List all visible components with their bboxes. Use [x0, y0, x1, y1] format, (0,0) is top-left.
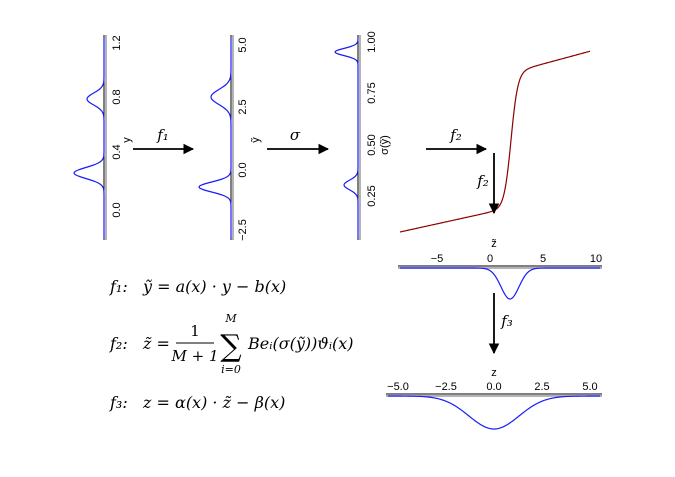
tick-label: 1.00: [366, 31, 378, 52]
tick-label: −2.5: [435, 381, 457, 393]
equation-name: f₂:: [109, 334, 128, 353]
equation-name: f₃:: [109, 393, 128, 412]
tick-label: 0.75: [366, 82, 378, 103]
density-panel-ztilde: z̃ −5 0 5 10: [398, 238, 602, 300]
equation-name: f₁:: [109, 277, 128, 296]
tick-label: −5.0: [387, 381, 409, 393]
equation-f2: f₂: z̃ = 1 M + 1 M ∑ i=0 Beᵢ(σ(ỹ))ϑᵢ(x): [109, 312, 354, 376]
arrow-label: f₃: [500, 312, 513, 330]
fraction-numerator: 1: [190, 322, 200, 340]
tick-label: 2.5: [237, 99, 249, 114]
density-curve: [73, 38, 105, 238]
tick-label: 5.0: [237, 37, 249, 52]
tick-label: 0.0: [237, 162, 249, 177]
tick-label: 0.8: [111, 89, 123, 104]
tick-label: 0.50: [366, 134, 378, 155]
density-panel-sigma: 0.25 0.50 0.75 1.00 σ(ỹ): [334, 31, 391, 240]
tick-label: 0: [487, 253, 493, 265]
tick-label: 0.25: [366, 185, 378, 206]
tick-label: 2.5: [534, 381, 549, 393]
density-panel-ytilde: −2.5 0.0 2.5 5.0 ỹ: [198, 35, 262, 241]
sum-symbol: ∑: [220, 329, 242, 364]
sum-upper-limit: M: [224, 312, 237, 325]
density-curve: [388, 395, 600, 430]
transform-curve: [399, 50, 591, 233]
tick-label: 5: [540, 253, 546, 265]
arrow-f3: f₃: [488, 293, 513, 355]
equation-f3: f₃: z = α(x) · z̃ − β(x): [109, 393, 285, 412]
density-curve: [198, 38, 232, 238]
equation-f1: f₁: ỹ = a(x) · y − b(x): [109, 277, 286, 296]
tick-label: 0.4: [111, 144, 123, 159]
equation-body: ỹ = a(x) · y − b(x): [142, 277, 286, 296]
arrow-f2-horizontal: f₂: [426, 126, 488, 155]
arrow-label: f₂: [476, 172, 489, 190]
tick-label: 1.2: [111, 35, 123, 50]
arrow-label: f₂: [449, 126, 462, 144]
axis-label: ỹ: [250, 137, 262, 143]
density-curve: [334, 37, 359, 238]
axis-label: y: [121, 137, 133, 143]
equation-body: z = α(x) · z̃ − β(x): [142, 393, 285, 412]
arrow-sigma: σ: [267, 126, 330, 155]
density-curve: [400, 267, 600, 300]
fraction-denominator: M + 1: [170, 347, 218, 365]
arrow-label: f₁: [156, 126, 169, 144]
arrow-f1: f₁: [133, 126, 195, 155]
density-panel-z: z −5.0 −2.5 0.0 2.5 5.0: [386, 367, 602, 430]
tick-label: −5: [431, 253, 444, 265]
arrow-f2-vertical: f₂: [476, 153, 500, 215]
density-panel-y: 0.0 0.4 0.8 1.2 y: [73, 35, 133, 240]
axis-label: z: [491, 367, 497, 379]
arrow-label: σ: [290, 126, 301, 144]
axis-label: z̃: [491, 238, 497, 250]
sum-term: Beᵢ(σ(ỹ))ϑᵢ(x): [247, 334, 354, 353]
tick-label: 0.0: [111, 202, 123, 217]
tick-label: 10: [590, 253, 602, 265]
axis-label: σ(ỹ): [379, 135, 391, 155]
tick-label: 5.0: [582, 381, 597, 393]
sum-lower-limit: i=0: [221, 363, 241, 376]
tick-label: 0.0: [486, 381, 501, 393]
tick-label: −2.5: [237, 219, 249, 241]
equation-lhs: z̃ =: [142, 334, 170, 353]
